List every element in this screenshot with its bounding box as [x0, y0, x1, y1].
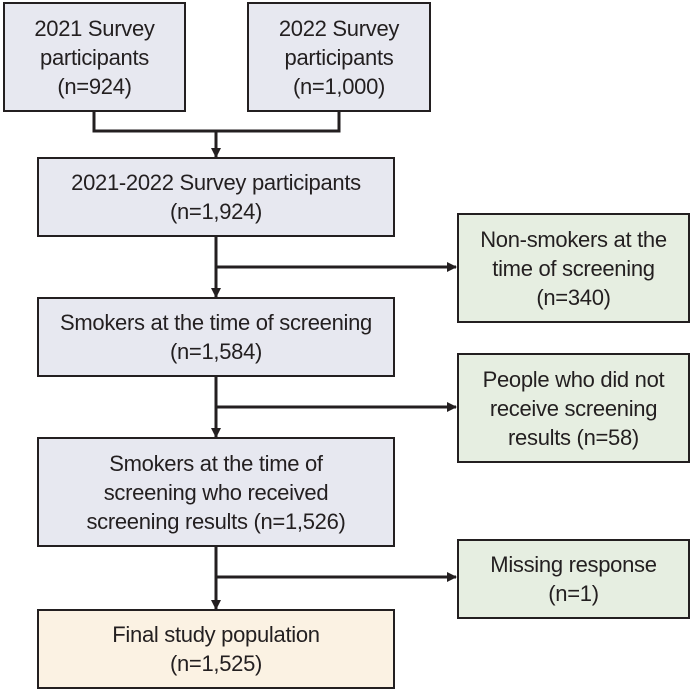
- box-2022-survey-line-1: 2022 Survey: [278, 15, 400, 41]
- box-non-smokers-line-3: (n=340): [536, 284, 611, 310]
- box-smokers-received-results: Smokers at the time of screening who rec…: [37, 437, 395, 547]
- box-final-line-1: Final study population: [112, 622, 320, 647]
- box-combined-line-1: 2021-2022 Survey participants: [71, 170, 361, 195]
- box-missing-line-1: Missing response: [490, 552, 657, 577]
- box-non-smokers: Non-smokers at the time of screening (n=…: [457, 213, 690, 323]
- box-missing-line-2: (n=1): [548, 581, 599, 606]
- box-non-smokers-line-2: time of screening: [492, 255, 655, 281]
- box-combined-line-2: (n=1,924): [169, 199, 263, 224]
- box-2022-survey-line-3: (n=1,000): [292, 73, 386, 99]
- box-2022-survey-line-2: participants: [284, 44, 394, 70]
- box-final-population: Final study population (n=1,525): [37, 609, 395, 689]
- box-2021-survey: 2021 Survey participants (n=924): [3, 2, 186, 112]
- box-missing-response: Missing response (n=1): [457, 539, 690, 619]
- box-smokers-received-line-2: screening who received: [103, 479, 329, 505]
- box-smokers-line-1: Smokers at the time of screening: [60, 310, 372, 335]
- merge-connector: [92, 112, 341, 133]
- box-2021-survey-line-1: 2021 Survey: [34, 15, 155, 41]
- box-no-results-line-2: receive screening: [489, 395, 658, 421]
- box-no-screening-results: People who did not receive screening res…: [457, 353, 690, 463]
- box-smokers-received-line-3: screening results (n=1,526): [86, 508, 346, 534]
- box-smokers-received-line-1: Smokers at the time of: [109, 450, 323, 476]
- box-smokers-line-2: (n=1,584): [169, 339, 263, 364]
- box-2021-survey-line-2: participants: [40, 44, 149, 70]
- box-2022-survey: 2022 Survey participants (n=1,000): [247, 2, 431, 112]
- box-combined-participants: 2021-2022 Survey participants (n=1,924): [37, 157, 395, 237]
- box-non-smokers-line-1: Non-smokers at the: [480, 226, 667, 252]
- box-final-line-2: (n=1,525): [169, 651, 263, 676]
- box-no-results-line-1: People who did not: [482, 366, 665, 392]
- box-2021-survey-line-3: (n=924): [57, 73, 132, 99]
- box-smokers: Smokers at the time of screening (n=1,58…: [37, 297, 395, 377]
- box-no-results-line-3: results (n=58): [508, 424, 639, 450]
